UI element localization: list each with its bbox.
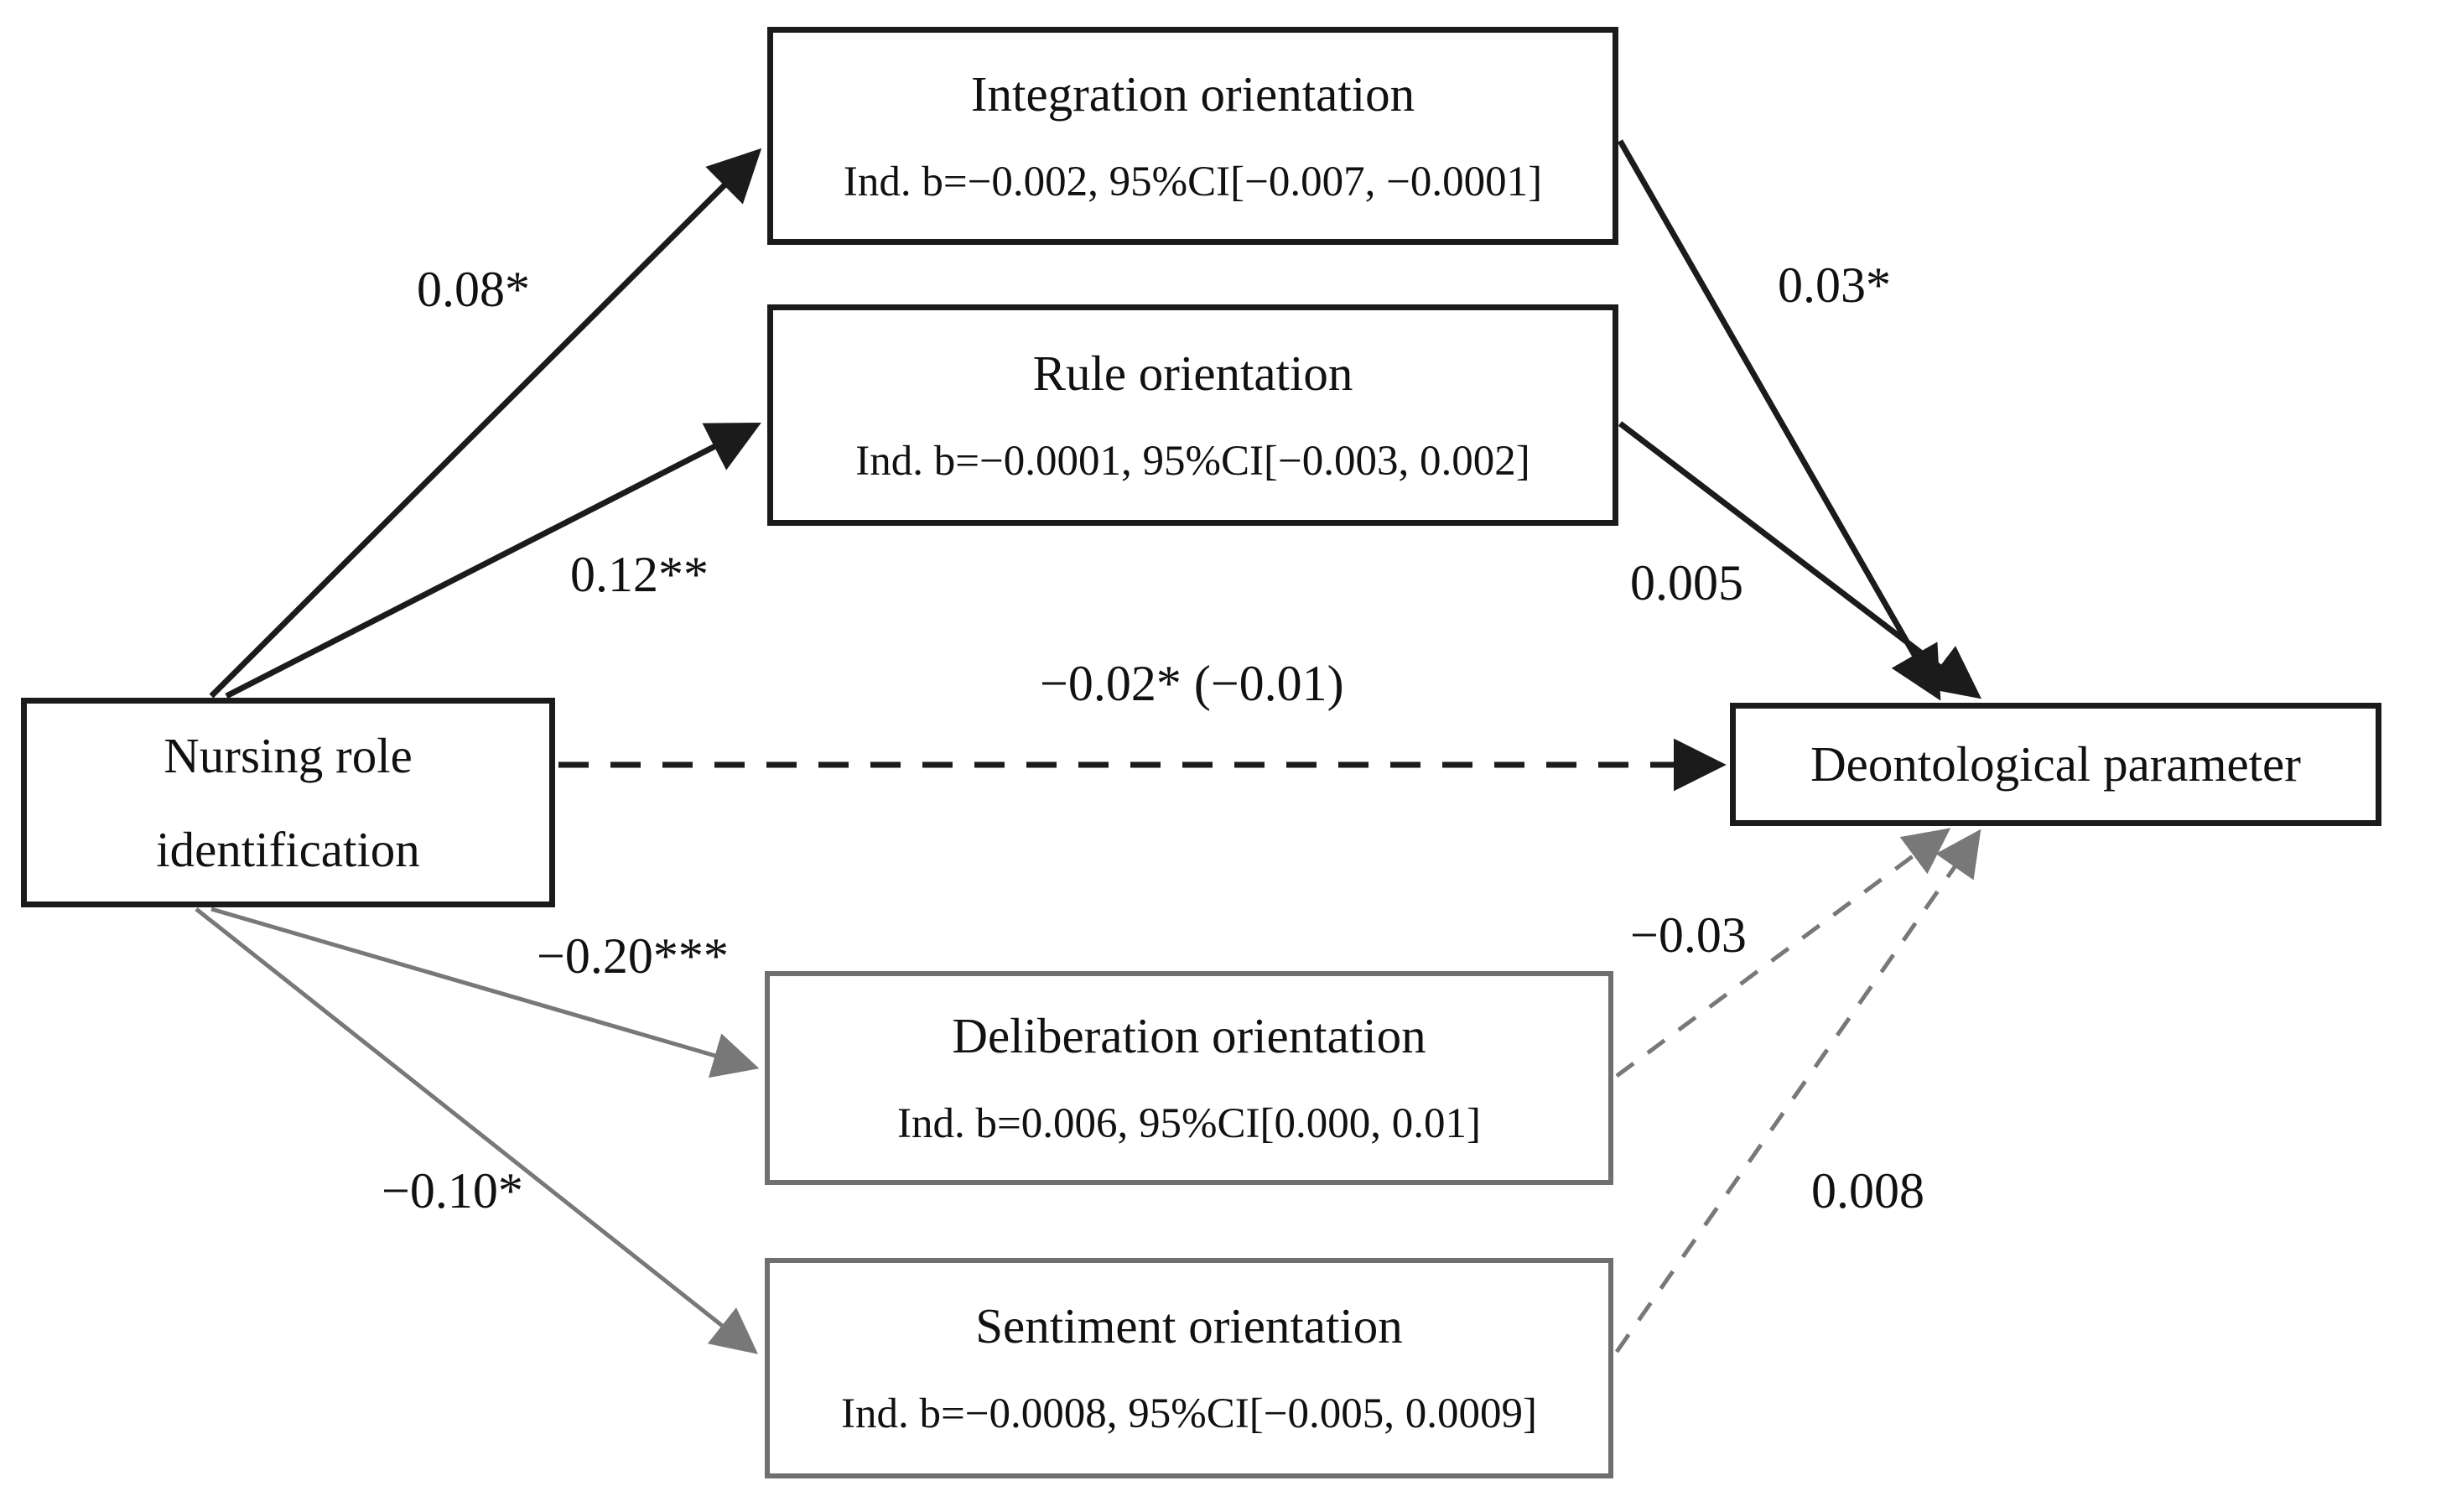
node-deontological-parameter: Deontological parameter xyxy=(1730,703,2381,826)
node-nursing-role-identification: Nursing role identification xyxy=(21,698,555,907)
node-indirect-effect-stat: Ind. b=−0.0008, 95%CI[−0.005, 0.0009] xyxy=(841,1390,1537,1438)
node-title: Sentiment orientation xyxy=(975,1298,1403,1354)
node-indirect-effect-stat: Ind. b=0.006, 95%CI[0.000, 0.01] xyxy=(897,1100,1481,1148)
arrow-predictor-to-deliberation xyxy=(210,907,760,1078)
edge-label-predictor-to-deliberation: −0.20*** xyxy=(537,928,729,984)
node-integration-orientation: Integration orientation Ind. b=−0.002, 9… xyxy=(767,27,1618,245)
edge-label-integration-to-outcome: 0.03* xyxy=(1778,257,1891,313)
arrow-deliberation-to-outcome xyxy=(1615,828,1951,1078)
arrow-integration-to-outcome xyxy=(1617,139,1941,701)
edge-label-deliberation-to-outcome: −0.03 xyxy=(1630,907,1747,963)
node-title: Deontological parameter xyxy=(1810,736,2301,792)
node-rule-orientation: Rule orientation Ind. b=−0.0001, 95%CI[−… xyxy=(767,304,1618,526)
node-deliberation-orientation: Deliberation orientation Ind. b=0.006, 9… xyxy=(765,971,1613,1185)
node-indirect-effect-stat: Ind. b=−0.002, 95%CI[−0.007, −0.0001] xyxy=(843,158,1543,205)
arrow-sentiment-to-outcome xyxy=(1614,829,1981,1354)
edge-label-predictor-to-rule: 0.12** xyxy=(570,547,709,602)
node-indirect-effect-stat: Ind. b=−0.0001, 95%CI[−0.003, 0.002] xyxy=(855,437,1530,485)
edge-label-predictor-to-integration: 0.08* xyxy=(417,262,530,317)
node-title: Rule orientation xyxy=(1032,345,1353,401)
node-title: Deliberation orientation xyxy=(952,1008,1426,1064)
node-title: identification xyxy=(156,822,420,877)
arrow-rule-to-outcome xyxy=(1618,421,1982,699)
node-sentiment-orientation: Sentiment orientation Ind. b=−0.0008, 95… xyxy=(765,1258,1613,1478)
node-title: Integration orientation xyxy=(970,65,1415,122)
edge-label-predictor-to-sentiment: −0.10* xyxy=(382,1163,523,1218)
node-title: Nursing role xyxy=(164,727,413,783)
arrow-predictor-to-integration xyxy=(209,148,762,699)
arrow-predictor-to-rule xyxy=(225,422,761,699)
edge-label-sentiment-to-outcome: 0.008 xyxy=(1811,1163,1924,1218)
edge-label-direct-effect: −0.02* (−0.01) xyxy=(1040,656,1344,711)
arrow-predictor-to-sentiment xyxy=(195,907,759,1354)
edge-label-rule-to-outcome: 0.005 xyxy=(1630,555,1743,611)
